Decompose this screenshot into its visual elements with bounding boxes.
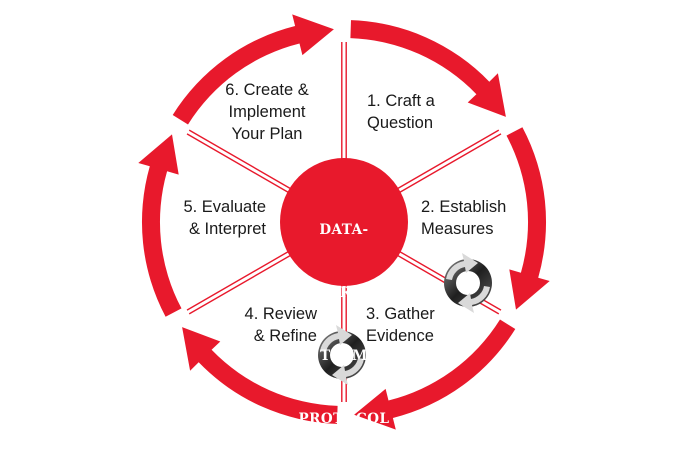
divider-line <box>188 129 294 191</box>
divider-line <box>186 249 292 311</box>
step-4-label: 4. Review & Refine <box>244 305 317 345</box>
segment-divider <box>341 42 347 162</box>
center-title-line: INFORMED <box>297 285 391 301</box>
step-1-label: 1. Craft a Question <box>367 92 435 132</box>
divider-line <box>188 253 294 315</box>
cycle-arrow-segment <box>350 20 506 117</box>
cycle-arrows-icon <box>318 325 366 385</box>
divider-line <box>186 133 292 195</box>
cycle-arrows-icon <box>444 253 492 313</box>
center-hub <box>280 158 408 286</box>
step-5-label: 5. Evaluate & Interpret <box>183 198 266 238</box>
step-3-label: 3. Gather Evidence <box>366 305 435 345</box>
cycle-arrow-segment <box>138 134 182 317</box>
center-title-line: DATA- <box>319 222 369 238</box>
divider-line <box>396 133 502 195</box>
protocol-cycle-diagram <box>138 14 550 430</box>
cycle-arrow-segment <box>182 327 338 424</box>
step-6-label: 6. Create & Implement Your Plan <box>225 81 309 143</box>
center-title: DATA- INFORMED TEAM PROTOCOL <box>284 178 404 451</box>
cycle-arrow-ring <box>138 14 550 430</box>
step-2-label: 2. Establish Measures <box>421 198 507 238</box>
center-title-line: TEAM <box>320 348 368 364</box>
center-title-line: PROTOCOL <box>298 411 390 427</box>
cycle-arrow-segment <box>354 319 516 430</box>
segment-divider <box>186 129 294 195</box>
cycle-arrow-segment <box>172 14 334 125</box>
segment-divider <box>186 249 294 315</box>
divider-line <box>394 129 500 191</box>
cycle-arrow-segment <box>506 127 550 310</box>
segment-divider <box>394 129 502 195</box>
